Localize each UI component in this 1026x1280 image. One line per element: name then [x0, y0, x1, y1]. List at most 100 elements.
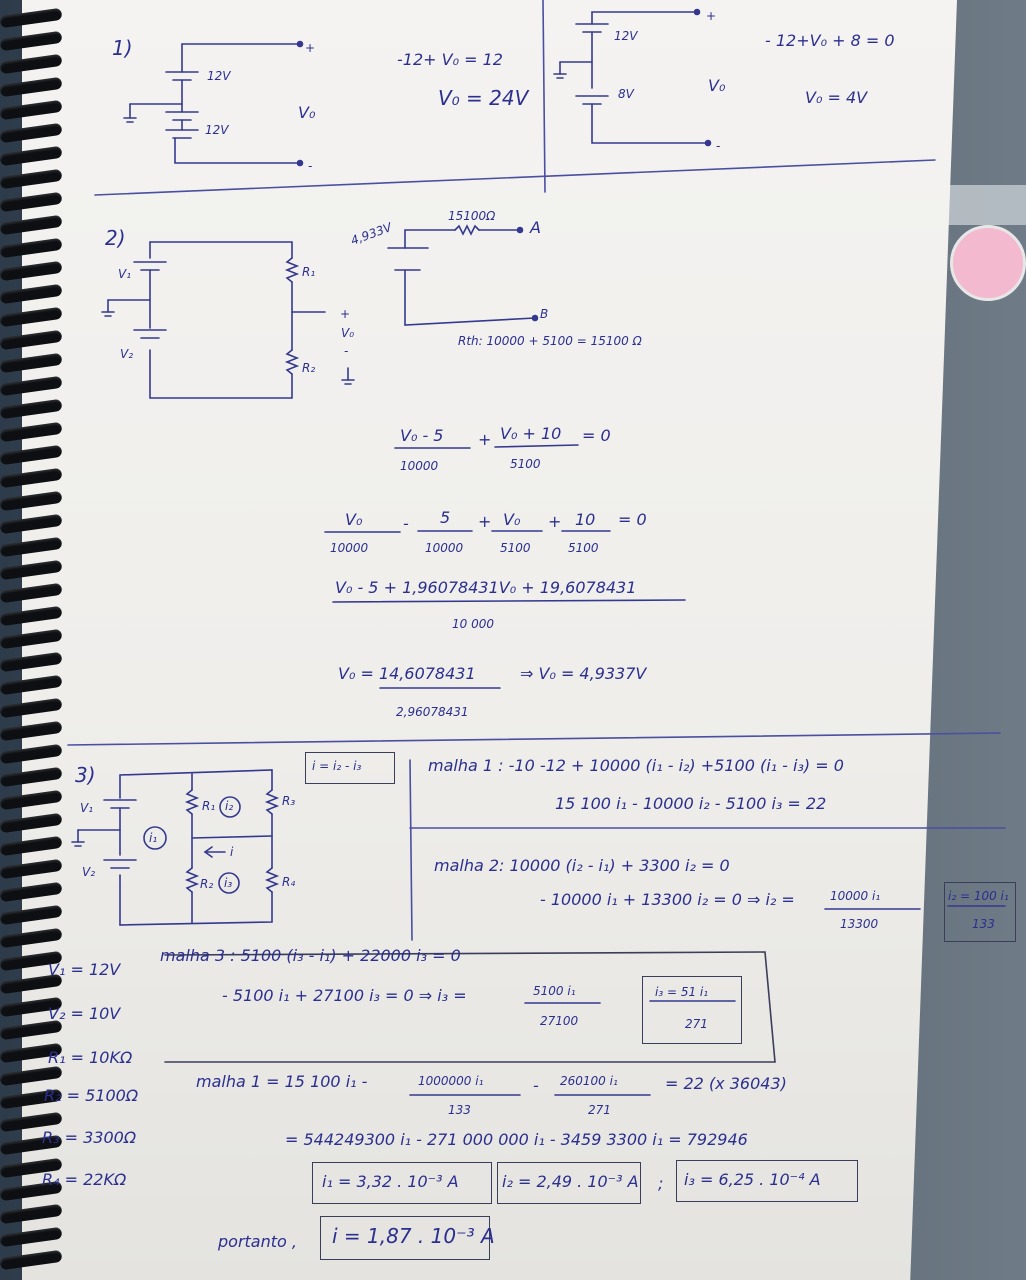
- eq2-den2: 10000: [425, 541, 464, 555]
- malha3-box-num: i₃ = 51 i₁: [655, 985, 709, 999]
- substitution-lead: malha 1 = 15 100 i₁ -: [196, 1072, 368, 1091]
- s1a-output-label: V₀: [298, 103, 316, 122]
- s1b-equation: - 12+V₀ + 8 = 0: [765, 31, 895, 50]
- i2-result-box: [497, 1162, 641, 1204]
- substitution-frac2-den: 271: [588, 1103, 611, 1117]
- malha3-box-den: 271: [685, 1017, 708, 1031]
- malha2-simplified: - 10000 i₁ + 13300 i₂ = 0 ⇒ i₂ =: [540, 890, 795, 909]
- eq2-den1: 10000: [330, 541, 369, 555]
- s1b-minus: -: [716, 139, 721, 153]
- given-r1: R₁ = 10KΩ: [48, 1048, 133, 1067]
- s1a-result: V₀ = 24V: [438, 86, 529, 110]
- s3-r4-label: R₄: [282, 875, 296, 889]
- section-3-label: 3): [75, 763, 96, 787]
- fraction-bars-3: [409, 905, 1006, 1096]
- current-relation: i = i₂ - i₃: [312, 759, 362, 773]
- s1b-source1-label: 12V: [614, 29, 638, 43]
- s1a-minus: -: [308, 159, 313, 173]
- eq1-den2: 5100: [510, 457, 541, 471]
- s2-v2-label: V₂: [120, 347, 134, 361]
- substitution-frac2-num: 260100 i₁: [560, 1074, 618, 1088]
- thevenin-circuit: [387, 224, 539, 326]
- eq1-plus: +: [478, 430, 492, 449]
- eq1-den1: 10000: [400, 459, 439, 473]
- s1b-source2-label: 8V: [618, 87, 634, 101]
- malha3-box: [164, 951, 776, 1063]
- results-separator: ;: [658, 1174, 664, 1193]
- malha2-result-box: [944, 882, 1016, 942]
- rth-equation: Rth: 10000 + 5100 = 15100 Ω: [458, 334, 642, 348]
- malha3-simplified: - 5100 i₁ + 27100 i₃ = 0 ⇒ i₃ =: [222, 986, 467, 1005]
- malha3-equation: malha 3 : 5100 (i₃ - i₁) + 22000 i₃ = 0: [160, 946, 461, 965]
- malha2-fraction-num: 10000 i₁: [830, 889, 881, 903]
- i3-result-box: [676, 1160, 858, 1202]
- substitution-rest: = 22 (x 36043): [665, 1074, 787, 1093]
- malha3-result-box: [642, 976, 742, 1044]
- s1a-plus: +: [305, 41, 316, 55]
- notebook-page: [22, 0, 957, 1280]
- divider-vertical: [542, 0, 546, 193]
- malha2-fraction-den: 13300: [840, 917, 879, 931]
- mesh-3-label: i₃: [224, 876, 233, 890]
- conclusion-box: [320, 1216, 490, 1260]
- s2-minus: -: [344, 344, 349, 358]
- s1a-source1-label: 12V: [207, 69, 231, 83]
- eq2-num4: 10: [575, 510, 596, 529]
- eq2-num2: 5: [440, 508, 451, 527]
- ruler: [940, 185, 1026, 225]
- relation-box: [305, 752, 395, 784]
- eq3-numerator: V₀ - 5 + 1,96078431V₀ + 19,6078431: [335, 578, 637, 597]
- fraction-bars-2: [324, 444, 686, 689]
- malha1-simplified: 15 100 i₁ - 10000 i₂ - 5100 i₃ = 22: [555, 794, 827, 813]
- s3-current-label: i: [230, 845, 234, 859]
- mesh-1-label: i₁: [149, 831, 158, 845]
- s1b-plus: +: [706, 9, 717, 23]
- s3-r2-label: R₂: [200, 877, 214, 891]
- mesh-2-label: i₂: [225, 799, 234, 813]
- malha1-equation: malha 1 : -10 -12 + 10000 (i₁ - i₂) +510…: [428, 756, 844, 775]
- eq2-num3: V₀: [503, 510, 521, 529]
- i3-result: i₃ = 6,25 . 10⁻⁴ A: [684, 1170, 821, 1189]
- s1b-output-label: V₀: [708, 76, 726, 95]
- i1-result-box: [312, 1162, 492, 1204]
- thevenin-terminal-a: A: [530, 218, 541, 237]
- given-r2: R₂ = 5100Ω: [44, 1086, 139, 1105]
- malha3-fraction-num: 5100 i₁: [533, 984, 576, 998]
- malha2-box-den: 133: [972, 917, 995, 931]
- malha3-fraction-den: 27100: [540, 1014, 579, 1028]
- s2-plus: +: [340, 307, 351, 321]
- s2-vo-label: V₀: [341, 326, 355, 340]
- malha2-box-num: i₂ = 100 i₁: [948, 889, 1009, 903]
- eq3-denominator: 10 000: [452, 617, 494, 631]
- thevenin-terminal-b: B: [540, 307, 549, 321]
- given-v2: V₂ = 10V: [48, 1004, 121, 1023]
- i1-result: i₁ = 3,32 . 10⁻³ A: [322, 1172, 459, 1191]
- s1a-equation: -12+ V₀ = 12: [397, 50, 503, 69]
- conclusion-result: i = 1,87 . 10⁻³ A: [332, 1224, 495, 1248]
- section-2-label: 2): [105, 226, 126, 250]
- eq1-rest: = 0: [582, 426, 611, 445]
- substitution-frac1-den: 133: [448, 1103, 471, 1117]
- s2-r2-label: R₂: [302, 361, 316, 375]
- eq4-denominator: 2,96078431: [396, 705, 469, 719]
- thevenin-resistance: 15100Ω: [448, 209, 496, 223]
- conclusion-lead: portanto ,: [218, 1232, 297, 1251]
- given-r4: R₄ = 22KΩ: [42, 1170, 127, 1189]
- s3-r1-label: R₁: [202, 799, 216, 813]
- malha2-equation: malha 2: 10000 (i₂ - i₁) + 3300 i₂ = 0: [434, 856, 730, 875]
- eq2-den4: 5100: [568, 541, 599, 555]
- eq1-num2: V₀ + 10: [500, 424, 562, 443]
- substitution-frac1-num: 1000000 i₁: [418, 1074, 484, 1088]
- divider-1: [94, 159, 936, 196]
- s1a-source2-label: 12V: [205, 123, 229, 137]
- s3-v2-label: V₂: [82, 865, 96, 879]
- expanded-equation: = 544249300 i₁ - 271 000 000 i₁ - 3459 3…: [285, 1130, 748, 1149]
- divider-2: [67, 732, 1001, 746]
- s3-v1-label: V₁: [80, 801, 94, 815]
- eq2-den3: 5100: [500, 541, 531, 555]
- eq2-num1: V₀: [345, 510, 363, 529]
- circuit-2: [101, 241, 355, 399]
- i2-result: i₂ = 2,49 . 10⁻³ A: [502, 1172, 639, 1191]
- given-v1: V₁ = 12V: [48, 960, 121, 979]
